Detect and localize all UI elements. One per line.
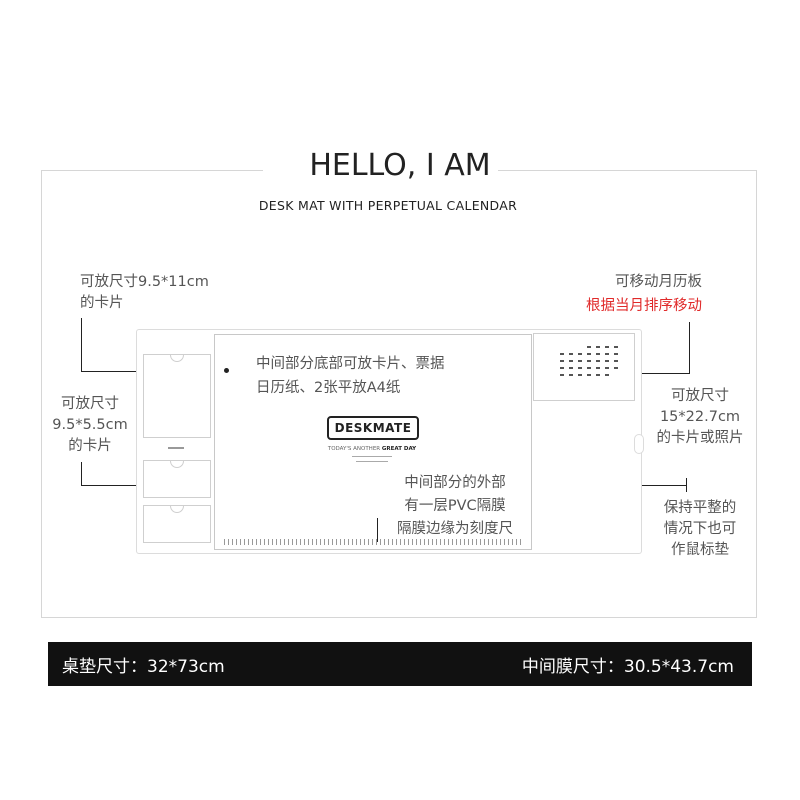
calendar-day-mark	[587, 346, 591, 348]
calendar-day-mark	[569, 374, 573, 376]
frame-bottom	[41, 617, 757, 618]
pocket-label-mark	[168, 447, 184, 449]
calendar-day-mark	[596, 353, 600, 355]
pointer-line	[377, 518, 378, 542]
note-card-small-top: 可放尺寸9.5*11cm 的卡片	[80, 274, 209, 311]
calendar-day-mark	[560, 353, 564, 355]
mat-edge-notch	[634, 434, 644, 454]
calendar-day-mark	[614, 360, 618, 362]
tagline-small-line	[356, 461, 388, 462]
calendar-day-mark	[596, 367, 600, 369]
frame-right	[756, 170, 757, 618]
tagline: TODAY'S ANOTHER GREAT DAY	[327, 446, 417, 452]
center-pvc-film	[214, 334, 532, 550]
calendar-day-mark	[560, 374, 564, 376]
calendar-day-mark	[587, 360, 591, 362]
calendar-day-mark	[578, 360, 582, 362]
pocket-notch	[170, 506, 184, 513]
pointer-line	[630, 373, 690, 374]
calendar-day-mark	[587, 367, 591, 369]
calendar-board	[533, 333, 635, 401]
calendar-day-mark	[605, 353, 609, 355]
calendar-day-mark	[596, 360, 600, 362]
note-card-small-left: 可放尺寸 9.5*5.5cm 的卡片	[52, 396, 128, 454]
calendar-grid	[560, 346, 624, 382]
calendar-day-mark	[587, 353, 591, 355]
film-size-text: 中间膜尺寸：30.5*43.7cm	[521, 657, 734, 677]
scale-ruler	[224, 539, 522, 545]
card-pocket-bottom	[143, 505, 211, 543]
calendar-day-mark	[578, 353, 582, 355]
calendar-day-mark	[614, 367, 618, 369]
calendar-day-mark	[605, 374, 609, 376]
pocket-notch	[170, 461, 184, 468]
pointer-line	[81, 485, 154, 486]
note-calendar-board: 可移动月历板	[615, 274, 702, 290]
frame-left	[41, 170, 42, 618]
calendar-day-mark	[596, 374, 600, 376]
calendar-day-mark	[569, 367, 573, 369]
deskmate-logo: DESKMATE	[327, 416, 419, 440]
calendar-day-mark	[560, 367, 564, 369]
calendar-day-mark	[605, 367, 609, 369]
card-pocket-middle	[143, 460, 211, 498]
calendar-day-mark	[569, 360, 573, 362]
calendar-day-mark	[614, 353, 618, 355]
note-middle-bottom: 中间部分底部可放卡片、票据 日历纸、2张平放A4纸	[256, 356, 445, 396]
footer-bar: 桌垫尺寸：32*73cm 中间膜尺寸：30.5*43.7cm	[48, 642, 752, 686]
frame-top-left	[41, 170, 263, 171]
pointer-line	[631, 485, 687, 486]
tagline-small-line	[352, 456, 392, 457]
note-mouse-pad: 保持平整的 情况下也可 作鼠标垫	[663, 500, 737, 558]
pocket-notch	[170, 355, 184, 362]
calendar-day-mark	[578, 374, 582, 376]
pointer-line	[689, 322, 690, 374]
pointer-line	[81, 318, 82, 372]
pointer-line	[686, 478, 687, 492]
pointer-line	[81, 371, 154, 372]
frame-top-right	[498, 170, 757, 171]
card-pocket-large	[143, 354, 211, 438]
calendar-day-mark	[569, 353, 573, 355]
calendar-day-mark	[596, 346, 600, 348]
pointer-dot	[224, 368, 229, 373]
mat-size-text: 桌垫尺寸：32*73cm	[62, 657, 225, 677]
calendar-day-mark	[614, 346, 618, 348]
calendar-day-mark	[605, 360, 609, 362]
calendar-day-mark	[560, 360, 564, 362]
calendar-day-mark	[587, 374, 591, 376]
page-title: HELLO, I AM	[309, 148, 491, 183]
note-right-card: 可放尺寸 15*22.7cm 的卡片或照片	[656, 388, 744, 446]
note-calendar-board-red: 根据当月排序移动	[586, 298, 702, 314]
calendar-day-mark	[578, 367, 582, 369]
pointer-line	[81, 462, 82, 486]
note-pvc-film: 中间部分的外部 有一层PVC隔膜 隔膜边缘为刻度尺	[397, 475, 513, 537]
calendar-day-mark	[605, 346, 609, 348]
page-subtitle: DESK MAT WITH PERPETUAL CALENDAR	[258, 198, 518, 213]
